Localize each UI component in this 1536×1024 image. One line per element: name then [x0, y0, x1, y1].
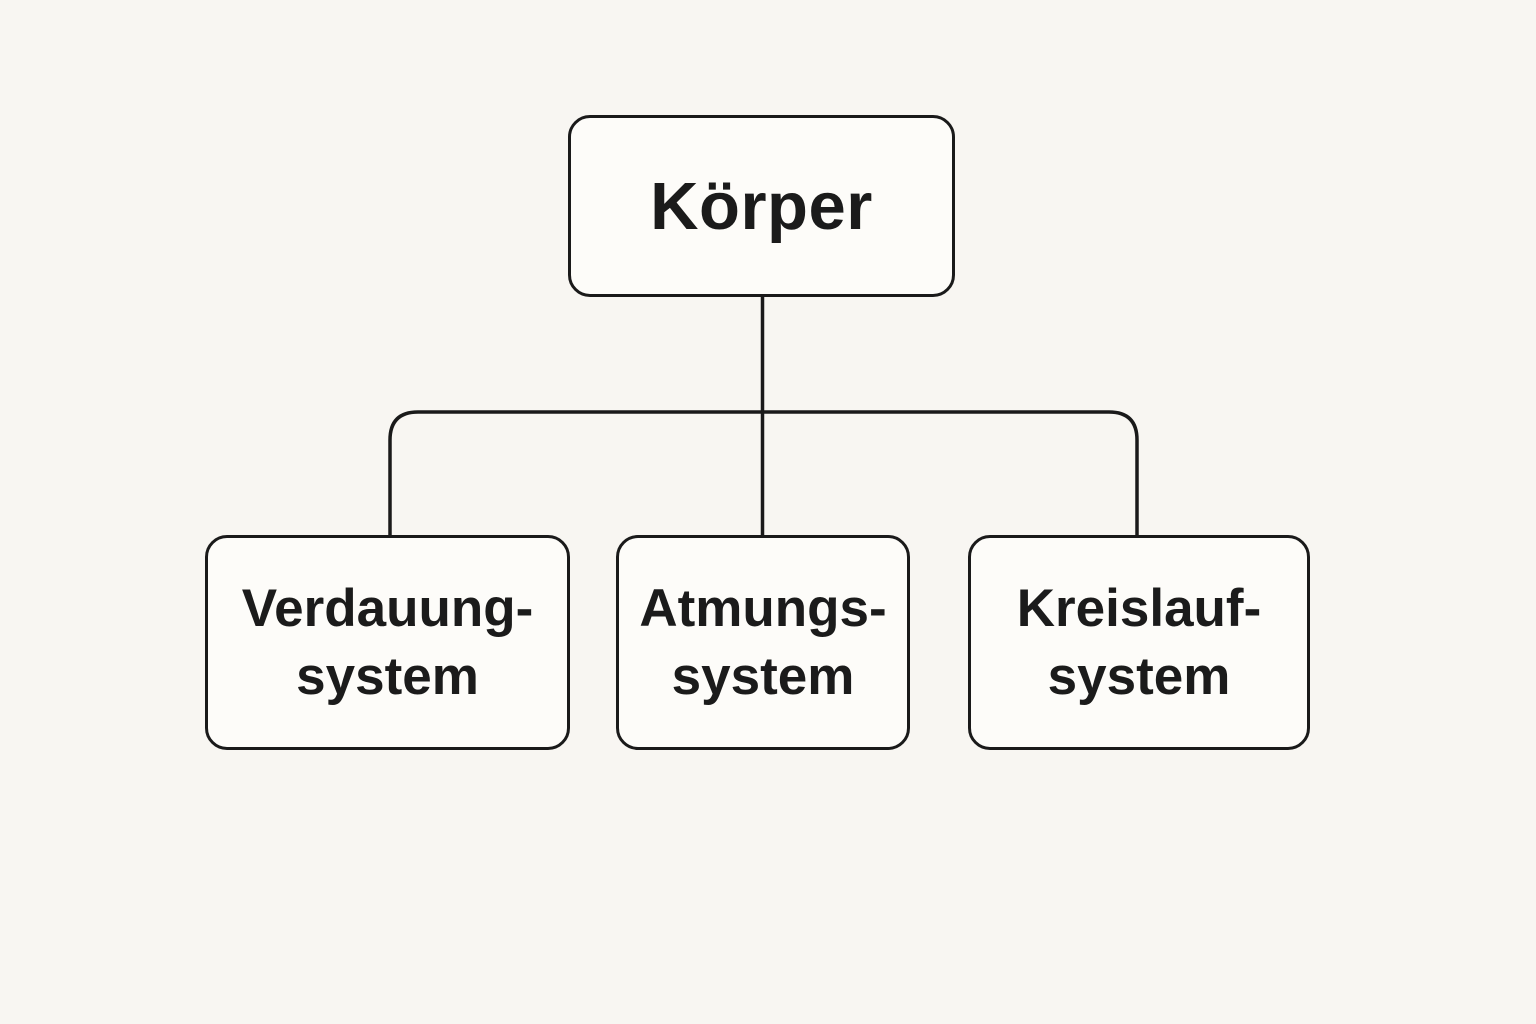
connector-left-branch: [388, 410, 763, 536]
label-line-1: Kreislauf-: [1016, 578, 1262, 638]
label-line-1: Atmungs-: [639, 578, 887, 638]
node-kreislaufsystem: Kreislauf- system: [968, 535, 1310, 750]
node-atmungssystem-label: Atmungs- system: [639, 575, 886, 711]
node-atmungssystem: Atmungs- system: [616, 535, 910, 750]
label-line-2: system: [1047, 646, 1231, 706]
node-verdauungssystem-label: Verdauung- system: [242, 575, 534, 711]
node-koerper-label: Körper: [650, 168, 873, 244]
label-line-2: system: [671, 646, 855, 706]
label-line-1: Verdauung-: [241, 578, 534, 638]
node-koerper: Körper: [568, 115, 955, 297]
label-line-2: system: [296, 646, 479, 706]
node-verdauungssystem: Verdauung- system: [205, 535, 570, 750]
node-kreislaufsystem-label: Kreislauf- system: [1017, 575, 1261, 711]
connector-right-branch: [762, 410, 1139, 536]
